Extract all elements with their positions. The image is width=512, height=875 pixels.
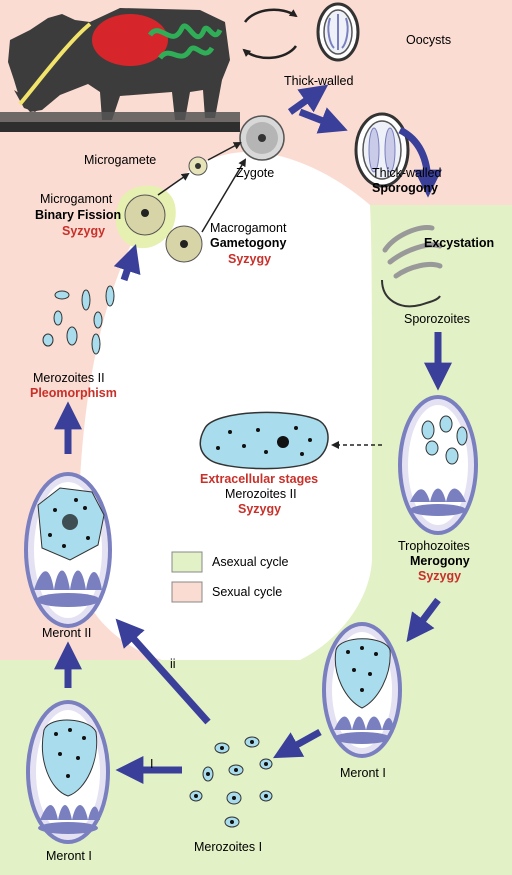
label-arrow-i: I: [150, 757, 154, 771]
label-meront-ii: Meront II: [42, 626, 92, 640]
label-trophozoites: Trophozoites: [398, 539, 470, 553]
legend-label-asexual: Asexual cycle: [212, 555, 289, 569]
sporozoites-excystation: [381, 224, 443, 308]
meront-i-right-host-cell: [322, 622, 402, 758]
label-syzygy-trophozoites: Syzygy: [418, 569, 462, 583]
label-microgamont: Microgamont: [40, 192, 113, 206]
label-pleomorphism: Pleomorphism: [30, 386, 117, 400]
zygote-cell: [239, 115, 285, 161]
meront-i-left-host-cell: [26, 700, 110, 844]
legend-label-sexual: Sexual cycle: [212, 585, 283, 599]
label-merozoites-ii-extracellular: Merozoites II: [225, 487, 297, 501]
label-macrogamont: Macrogamont: [210, 221, 287, 235]
oocyst-top: [316, 2, 360, 62]
label-meront-i-left: Meront I: [46, 849, 92, 863]
label-thick-walled-top: Thick-walled: [284, 74, 354, 88]
label-sporozoites: Sporozoites: [404, 312, 471, 326]
cow-host-illustration: [0, 8, 240, 132]
label-zygote: Zygote: [236, 166, 275, 180]
label-gametogony: Gametogony: [210, 236, 287, 250]
recycle-arrows-icon: [242, 8, 298, 59]
macrogamont-cell: [165, 225, 203, 263]
extracellular-stage-cell: [199, 411, 329, 470]
label-merozoites-i: Merozoites I: [194, 840, 263, 854]
meront-ii-host-cell: [24, 472, 112, 628]
label-thick-walled-bottom: Thick-walled: [372, 166, 442, 180]
oocyst-sporulated: [354, 112, 410, 188]
gamete-arrows: [157, 142, 247, 233]
label-binary-fission: Binary Fission: [35, 208, 122, 222]
label-excystation: Excystation: [424, 236, 495, 250]
label-syzygy-microgamont: Syzygy: [62, 224, 106, 238]
trophozoite-host-cell: [398, 395, 478, 535]
label-microgamete: Microgamete: [84, 153, 157, 167]
label-merogony: Merogony: [410, 554, 470, 568]
microgamete-cell: [188, 156, 208, 176]
label-arrow-ii: ii: [170, 657, 176, 671]
label-syzygy-macrogamont: Syzygy: [228, 252, 272, 266]
label-sporogony: Sporogony: [372, 181, 438, 195]
label-merozoites-ii: Merozoites II: [33, 371, 105, 385]
label-meront-i-right: Meront I: [340, 766, 386, 780]
label-oocysts: Oocysts: [406, 33, 452, 47]
merozoites-ii-cluster: [42, 285, 115, 355]
label-syzygy-extracellular: Syzygy: [238, 502, 282, 516]
microgamont-cell: [115, 185, 176, 249]
merozoites-i-cluster: [189, 736, 273, 828]
cycle-arrows: [54, 84, 452, 784]
legend-swatch-sexual: [171, 581, 203, 603]
legend-swatch-asexual: [171, 551, 203, 573]
label-extracellular-stages: Extracellular stages: [200, 472, 319, 486]
